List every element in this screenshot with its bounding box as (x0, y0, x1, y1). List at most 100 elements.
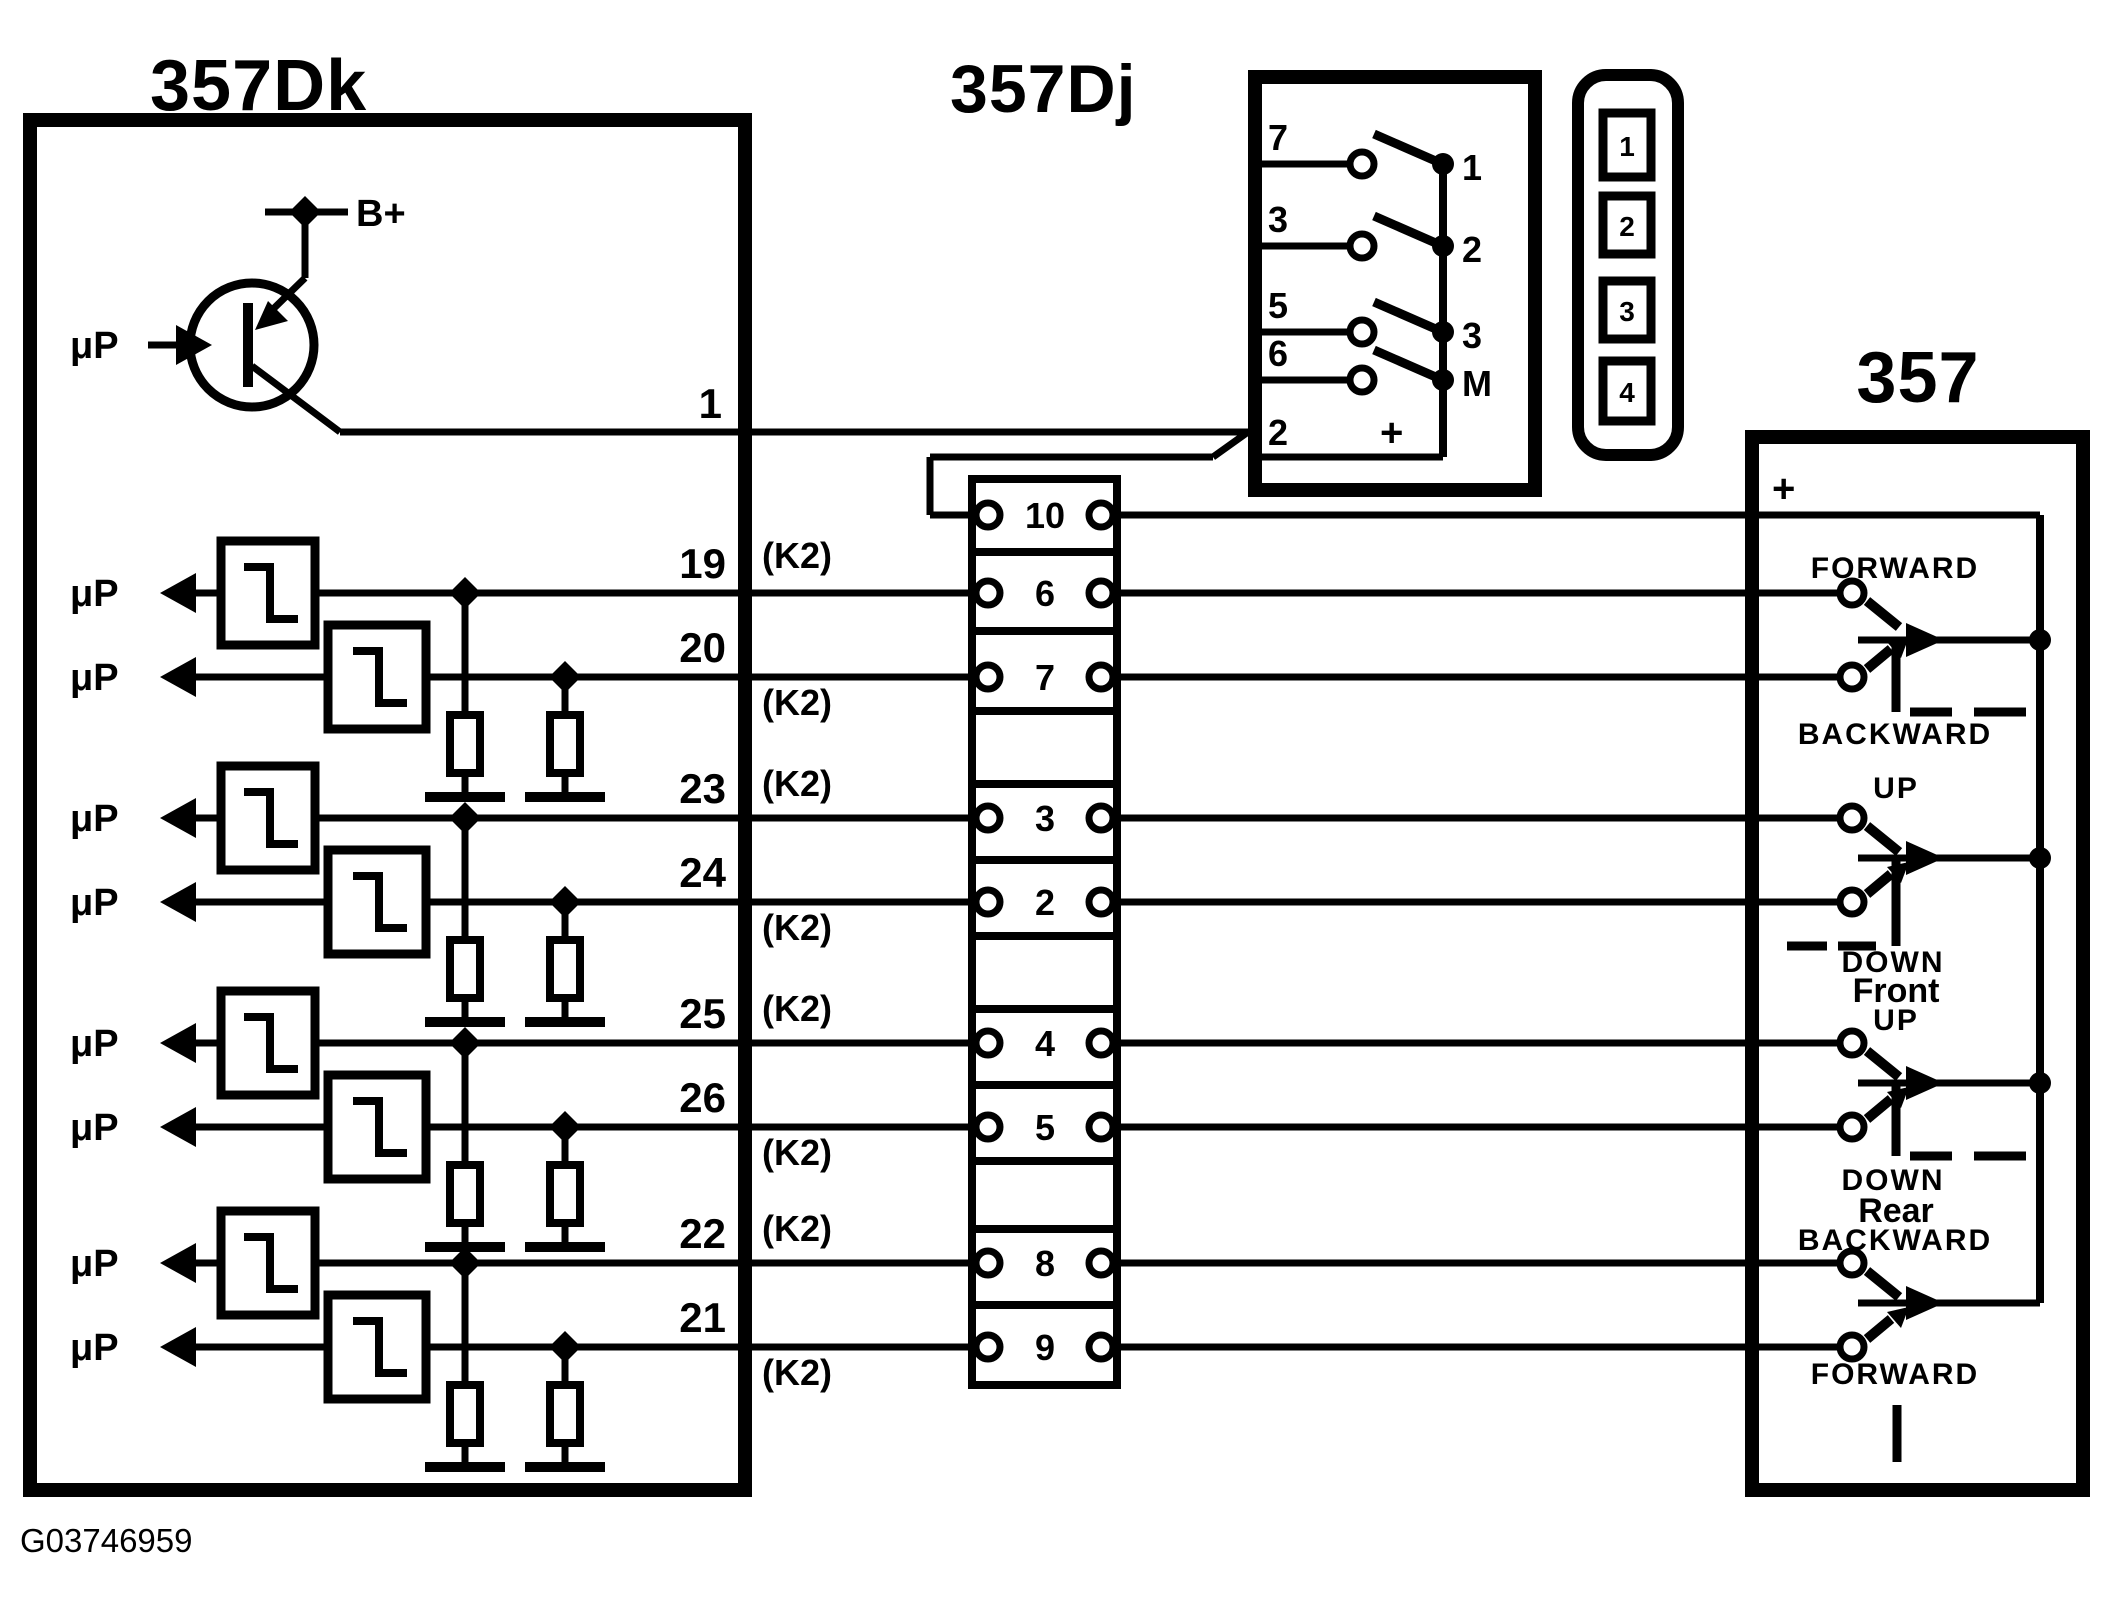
strip-cell-8: 8 (1035, 1243, 1055, 1284)
pulse-box-21 (323, 1290, 431, 1404)
switch-module-357dj: 357Dj 7 3 5 6 1 2 3 M 2 + (950, 51, 1542, 497)
pulse-glyph-23 (244, 788, 298, 848)
dj-pin-1: 1 (1462, 147, 1482, 188)
motor-module-box (1745, 430, 2090, 1497)
transistor-symbol (148, 196, 348, 435)
label-rear: Rear (1858, 1192, 1934, 1230)
legend-pin-3: 3 (1619, 296, 1635, 327)
pin-label-25: 25 (679, 990, 726, 1037)
pin-legend-connector: 1 2 3 4 (1572, 69, 1684, 461)
dj-pin-3-out: 3 (1462, 315, 1482, 356)
switch-module-title: 357Dj (950, 51, 1136, 127)
micro-label-25: μP (70, 1023, 119, 1065)
dj-pin-6: 6 (1268, 333, 1288, 374)
pulse-glyph-25 (244, 1013, 298, 1073)
k2-tag-24: (K2) (762, 907, 832, 948)
pulse-box-19 (216, 536, 320, 650)
output-arrow-23 (160, 798, 196, 838)
pin-label-24: 24 (679, 849, 726, 896)
bplus-junction-dot (289, 196, 321, 228)
output-arrow-24 (160, 882, 196, 922)
driver-row-21 (160, 1290, 976, 1404)
dj-plus: + (1380, 411, 1403, 455)
dj-pin-m: M (1462, 363, 1492, 404)
pulldown-pair-1 (425, 593, 605, 802)
left-module-title: 357Dk (150, 46, 367, 126)
output-arrow-25 (160, 1023, 196, 1063)
label-up-2: UP (1873, 1004, 1919, 1037)
label-front: Front (1853, 972, 1940, 1010)
k2-tag-20: (K2) (762, 682, 832, 723)
pulse-box-26 (323, 1070, 431, 1184)
battery-label: B+ (356, 193, 406, 235)
label-backward-1: BACKWARD (1798, 718, 1992, 751)
pin-label-23: 23 (679, 765, 726, 812)
strip-cell-10: 10 (1025, 495, 1065, 536)
blade-arrow-4 (1887, 1307, 1909, 1328)
pin-label-1: 1 (699, 380, 722, 427)
output-arrow-19 (160, 573, 196, 613)
k2-tag-25: (K2) (762, 988, 832, 1029)
k2-tag-19: (K2) (762, 535, 832, 576)
legend-pin-1: 1 (1619, 131, 1635, 162)
micro-label-21: μP (70, 1327, 119, 1369)
left-module-texts: μP μP μP μP μP μP μP μP 19 20 23 24 25 2… (70, 535, 832, 1393)
micro-label-base: μP (70, 325, 119, 367)
base-input-arrow (176, 325, 212, 365)
pulse-glyph-20 (353, 647, 407, 707)
pin-label-20: 20 (679, 624, 726, 671)
left-module-357dk: 357Dk μP B+ 1 (23, 46, 1251, 1497)
pulldown-pair-4 (425, 1263, 605, 1472)
output-arrow-22 (160, 1243, 196, 1283)
label-down-2: DOWN (1842, 1164, 1945, 1197)
node-arrow-3 (1906, 1066, 1944, 1100)
k2-tag-21: (K2) (762, 1352, 832, 1393)
driver-row-19 (160, 536, 976, 650)
pulse-glyph-26 (353, 1097, 407, 1157)
strip-cell-9: 9 (1035, 1327, 1055, 1368)
micro-label-19: μP (70, 573, 119, 615)
label-backward-2: BACKWARD (1798, 1224, 1992, 1257)
strip-cell-5: 5 (1035, 1107, 1055, 1148)
pulse-box-24 (323, 845, 431, 959)
connector-strip-dividers (972, 548, 1117, 1309)
pulse-box-20 (323, 620, 431, 734)
dj-pin-7: 7 (1268, 117, 1288, 158)
micro-label-20: μP (70, 657, 119, 699)
switch-blades (1863, 597, 1903, 1343)
output-arrow-26 (160, 1107, 196, 1147)
harness-wires (1113, 511, 2040, 1351)
pin-label-21: 21 (679, 1294, 726, 1341)
linkage-1 (1891, 640, 2026, 717)
dj-supply-pin: 2 (1268, 412, 1288, 453)
emitter-arrow (255, 301, 288, 330)
strip-cell-3: 3 (1035, 798, 1055, 839)
pulse-glyph-21 (353, 1317, 407, 1377)
micro-label-23: μP (70, 798, 119, 840)
k2-tag-26: (K2) (762, 1132, 832, 1173)
strip-cell-6: 6 (1035, 573, 1055, 614)
wire-pin1 (340, 428, 1251, 519)
linkage-3 (1891, 1083, 2026, 1161)
switch-arms (1372, 129, 1440, 383)
driver-row-22 (160, 1206, 976, 1320)
pulldown-pair-2 (425, 818, 605, 1027)
motor-plus: + (1772, 467, 1795, 511)
switch-module-box (1248, 70, 1542, 497)
pulse-glyph-19 (244, 563, 298, 623)
micro-label-22: μP (70, 1243, 119, 1285)
output-arrow-21 (160, 1327, 196, 1367)
dj-pin-2: 2 (1462, 229, 1482, 270)
pulldown-pair-3 (425, 1043, 605, 1252)
label-down-1: DOWN (1842, 946, 1945, 979)
pin-label-19: 19 (679, 540, 726, 587)
dj-pin-3: 3 (1268, 199, 1288, 240)
motor-module-title: 357 (1856, 338, 1979, 418)
k2-tag-23: (K2) (762, 763, 832, 804)
strip-cell-7: 7 (1035, 657, 1055, 698)
node-arrow-2 (1906, 841, 1944, 875)
pulse-box-23 (216, 761, 320, 875)
pulse-box-25 (216, 986, 320, 1100)
driver-row-26 (160, 1070, 976, 1184)
